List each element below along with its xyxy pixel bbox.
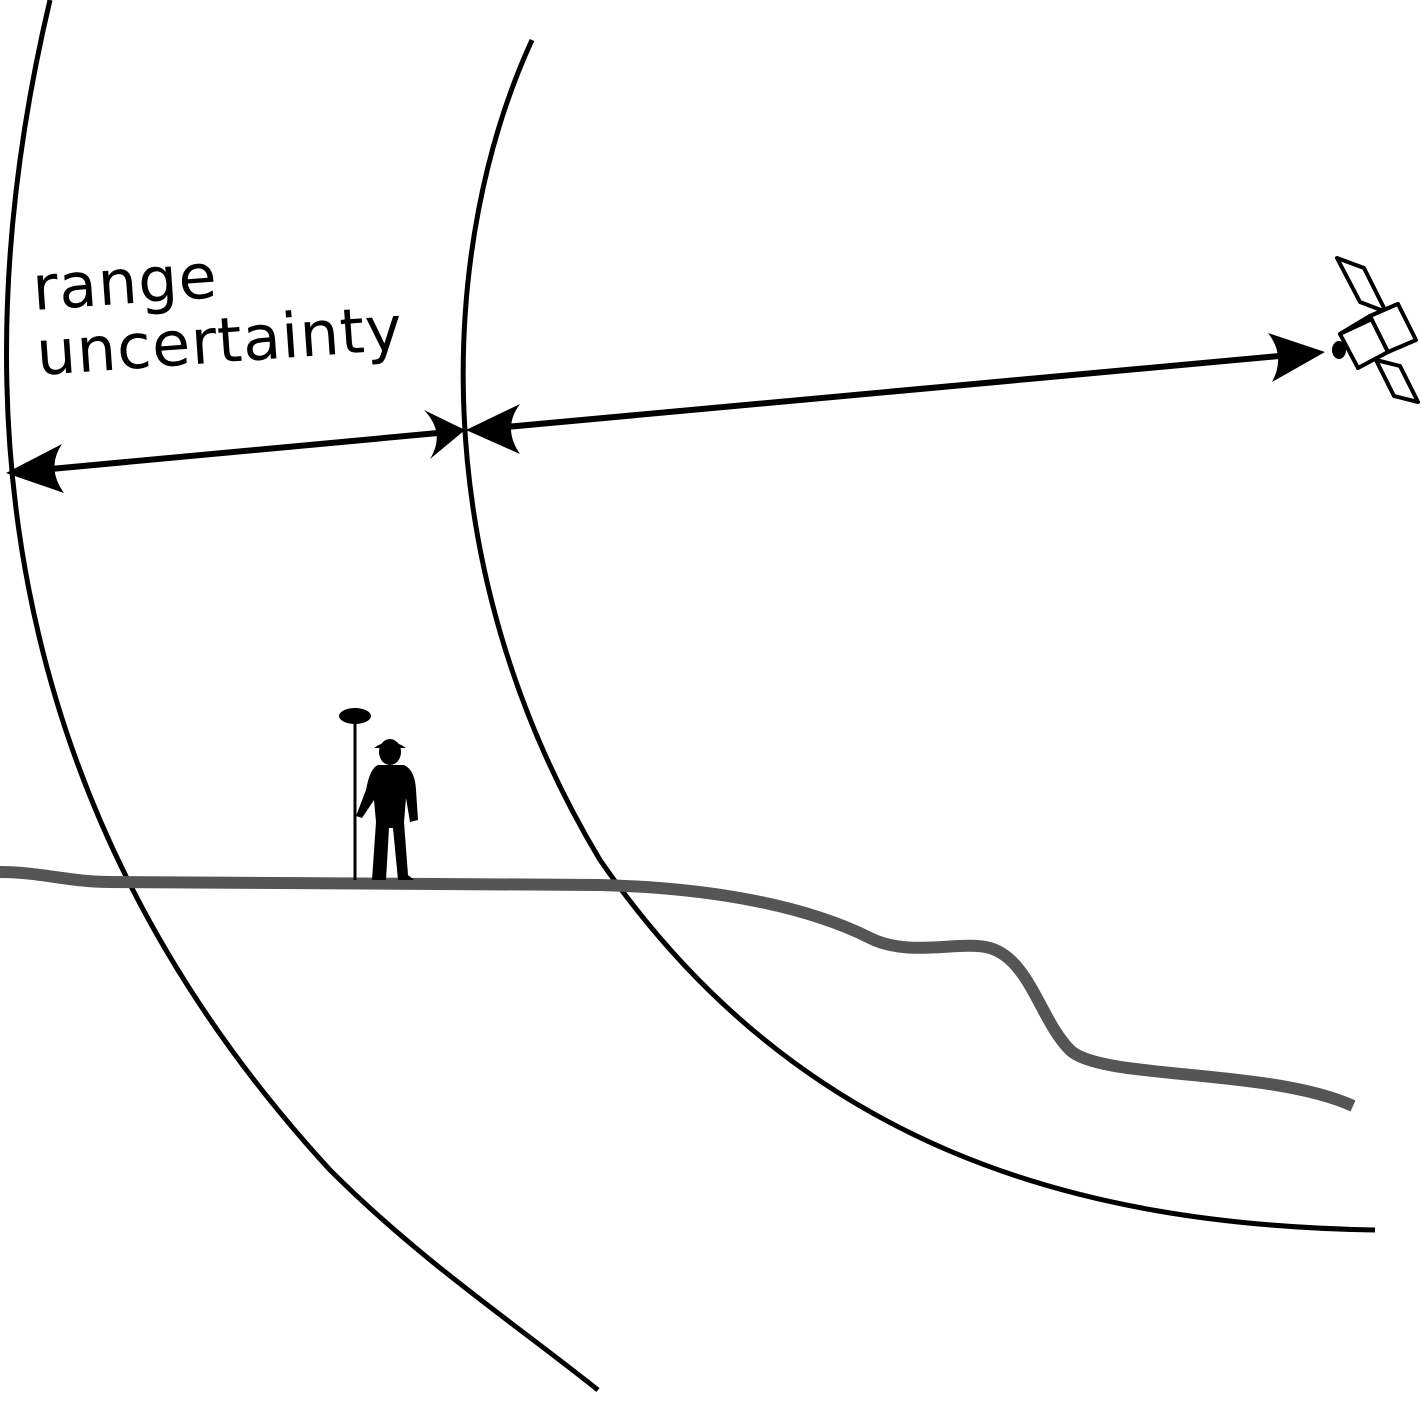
arrowhead-left: [6, 444, 64, 493]
satellite-range-arrow: [466, 333, 1325, 454]
arrowhead-right: [424, 410, 465, 459]
arrowhead-inner: [466, 404, 520, 454]
arrowhead-satellite: [1268, 333, 1325, 382]
inner-range-arc: [460, 38, 1376, 1233]
surveyor-icon: [339, 708, 418, 880]
ground-line: [0, 866, 1356, 1112]
outer-range-arc: [4, 0, 600, 1392]
range-label: range: [30, 239, 220, 325]
satellite-icon: [1332, 256, 1420, 404]
range-uncertainty-arrow: [6, 410, 465, 493]
